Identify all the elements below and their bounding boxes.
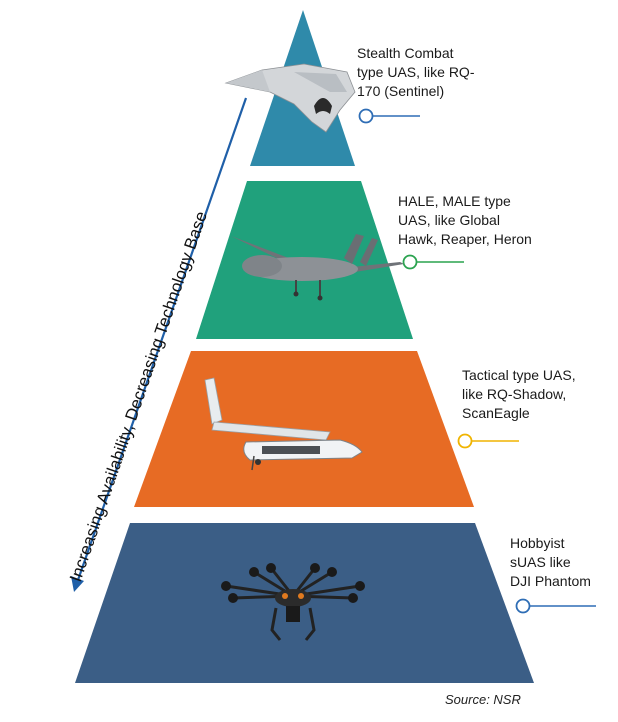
source-label: Source: NSR [445, 692, 521, 707]
tier-3-label: Tactical type UAS, like RQ-Shadow, ScanE… [462, 367, 576, 421]
callout-3 [457, 433, 519, 449]
tier-3-shape [134, 351, 474, 507]
tier-4-label: Hobbyist sUAS like DJI Phantom [510, 535, 591, 589]
multirotor-drone-image [221, 563, 365, 641]
callout-2 [402, 254, 464, 270]
callout-1 [358, 108, 420, 124]
stealth-drone-image [224, 63, 356, 133]
tier-2-label: HALE, MALE type UAS, like Global Hawk, R… [398, 193, 532, 247]
tier-1-label: Stealth Combat type UAS, like RQ- 170 (S… [357, 45, 475, 99]
callout-4 [515, 598, 596, 614]
global-hawk-drone-image [231, 234, 404, 301]
shadow-drone-image [204, 377, 363, 471]
side-arrow [71, 97, 248, 592]
